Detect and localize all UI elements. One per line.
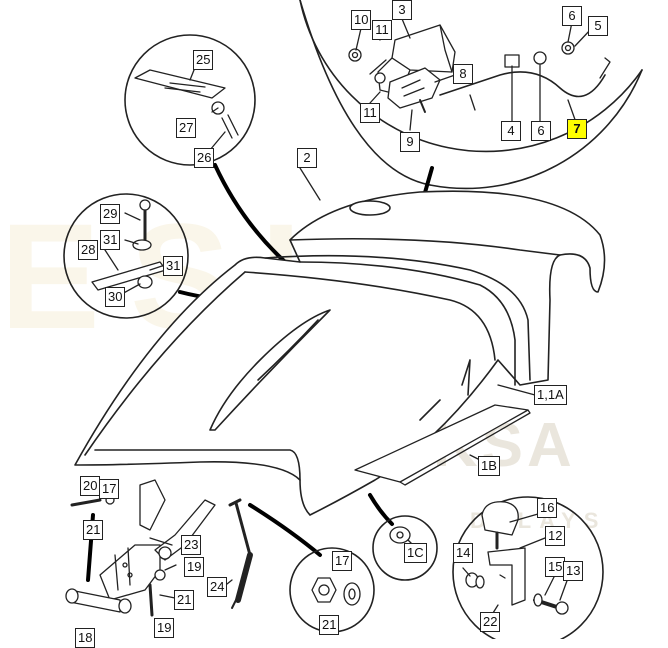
label-part-25: 25	[193, 50, 214, 70]
label-part-22: 22	[480, 612, 501, 632]
label-part-21: 21	[319, 615, 340, 635]
label-part-17: 17	[99, 479, 120, 499]
label-part-21: 21	[83, 520, 104, 540]
label-part-10: 10	[351, 10, 372, 30]
label-part-24: 24	[207, 577, 228, 597]
label-part-11: 11	[360, 103, 380, 123]
label-part-1b: 1B	[478, 456, 500, 476]
label-part-9: 9	[400, 132, 420, 152]
label-part-6: 6	[531, 121, 551, 141]
label-part-4: 4	[501, 121, 521, 141]
label-part-19: 19	[154, 618, 175, 638]
label-part-8: 8	[453, 64, 473, 84]
label-part-18: 18	[75, 628, 96, 648]
label-part-26: 26	[194, 148, 215, 168]
label-part-7-highlighted: 7	[567, 119, 587, 139]
label-part-30: 30	[105, 287, 126, 307]
label-part-19: 19	[184, 557, 205, 577]
label-part-15: 15	[545, 557, 566, 577]
label-part-28: 28	[78, 240, 99, 260]
label-part-17: 17	[332, 551, 353, 571]
hinge-assembly	[65, 479, 216, 617]
release-cable	[439, 41, 611, 111]
label-part-21: 21	[174, 590, 195, 610]
hood-shell	[74, 190, 606, 516]
buffer-detail-circle	[452, 496, 604, 639]
label-part-6: 6	[562, 6, 582, 26]
label-part-5: 5	[588, 16, 608, 36]
label-part-23: 23	[181, 535, 202, 555]
label-part-11: 11	[372, 20, 392, 40]
nut-detail-circle	[289, 547, 375, 633]
grommet-detail-circle	[372, 515, 438, 581]
latch-part	[387, 67, 441, 113]
label-part-2: 2	[297, 148, 317, 168]
latch-detail-circle	[299, 0, 643, 190]
label-part-14: 14	[453, 543, 474, 563]
label-part-13: 13	[563, 561, 584, 581]
screws-10-11	[348, 48, 387, 84]
label-part-3: 3	[392, 0, 412, 20]
label-part-16: 16	[537, 498, 558, 518]
label-part-20: 20	[80, 476, 101, 496]
label-part-31: 31	[163, 256, 184, 276]
panel-1b	[354, 404, 531, 486]
label-part-12: 12	[545, 526, 566, 546]
label-part-1-1a: 1,1A	[534, 385, 567, 405]
latch-bracket	[377, 24, 456, 96]
label-part-29: 29	[100, 204, 121, 224]
label-part-27: 27	[176, 118, 197, 138]
label-part-1c: 1C	[404, 543, 427, 563]
hinge-detail-circle	[124, 34, 256, 166]
label-part-31: 31	[100, 230, 121, 250]
stay-detail-circle	[63, 193, 189, 319]
